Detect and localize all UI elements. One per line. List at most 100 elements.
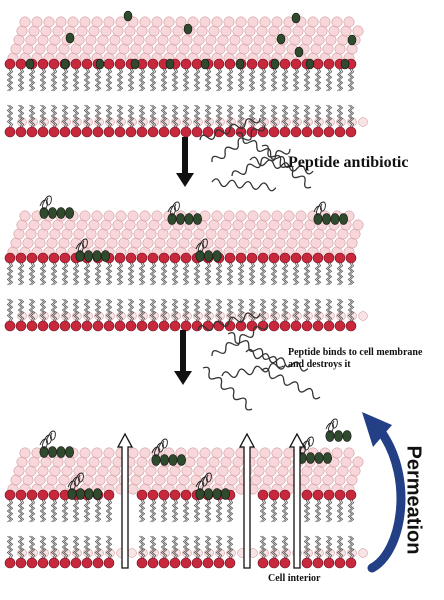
peptide-bead [193,213,203,225]
lipid-head [103,557,115,569]
lipid-head [136,252,148,264]
lipid-head [213,126,225,138]
peptide-helix [195,472,212,491]
lipid-head [312,252,324,264]
lipid-head [301,320,313,332]
lipid-head [246,252,258,264]
lipid-head [15,58,27,70]
lipid-head [147,489,159,501]
lipid-head [290,58,302,70]
lipid-head [334,126,346,138]
lipid-head [147,557,159,569]
permeation-arrowhead [362,412,392,447]
lipid-head [4,489,16,501]
lipid-head [257,252,269,264]
lipid-head [312,557,324,569]
lipid-head [158,557,170,569]
lipid-head [268,126,280,138]
peptide-helix [313,201,326,216]
lipid-head [4,252,16,264]
lipid-head [158,252,170,264]
peptide-bead [340,58,350,70]
peptide-bead [204,250,214,262]
lipid-head [268,320,280,332]
lipid-head [290,126,302,138]
lipid-head [257,557,269,569]
peptide-bead [25,58,35,70]
lipid-head [224,252,236,264]
peptide-strand [211,178,277,192]
lipid-head [279,489,291,501]
lipid-head [323,252,335,264]
lipid-head [290,320,302,332]
lipid-head [334,320,346,332]
lipid-head [125,252,137,264]
lipid-head [180,58,192,70]
peptide-strand [235,132,292,168]
lipid-head [235,126,247,138]
peptide-bead [176,213,186,225]
peptide-bead [84,250,94,262]
lipid-head [323,126,335,138]
lipid-head [37,126,49,138]
lipid-head [37,252,49,264]
peptide-bead [56,446,66,458]
lipid-head [279,320,291,332]
lipid-head [345,126,357,138]
peptide-bead [321,213,331,225]
lipid-head [103,489,115,501]
lipid-head [92,126,104,138]
lipid-head [180,489,192,501]
lipid-head [59,320,71,332]
lipid-head [15,320,27,332]
peptide-bead [93,488,103,500]
lipid-head [301,252,313,264]
peptide-bead [338,213,348,225]
lipid-head [235,320,247,332]
peptide-bead [183,23,193,35]
lipid-head [224,58,236,70]
pore-arrow [288,432,306,569]
down-arrow [176,137,194,187]
lipid-head [213,557,225,569]
peptide-helix [67,472,84,491]
lipid-head [59,126,71,138]
lipid-head [279,58,291,70]
peptide-strand [211,125,266,163]
peptide-bead [95,58,105,70]
peptide-bead [212,250,222,262]
lipid-head [334,252,346,264]
lipid-head [48,489,60,501]
lipid-head [290,252,302,264]
peptide-helix [39,430,56,449]
lipid-head [279,126,291,138]
peptide-bead [342,430,352,442]
peptide-bead [212,488,222,500]
peptide-helix [325,418,338,433]
peptide-bead [84,488,94,500]
peptide-bead [168,454,178,466]
lipid-head [268,557,280,569]
pore-arrow [238,432,256,569]
lipid-head [26,557,38,569]
peptide-bead [47,207,57,219]
peptide-bead [314,452,324,464]
lipid-head [81,58,93,70]
lipid-head [26,126,38,138]
lipid-head [136,320,148,332]
lipid-head [345,557,357,569]
lipid-head [169,126,181,138]
peptide-strand [211,323,269,357]
lipid-head [268,252,280,264]
lipid-head [301,557,313,569]
lipid-head [323,58,335,70]
lipid-head [4,58,16,70]
lipid-head [191,58,203,70]
peptide-bead [101,250,111,262]
lipid-head [103,58,115,70]
peptide-helix [151,438,168,457]
lipid-head [15,557,27,569]
lipid-head [48,58,60,70]
lipid-head [136,126,148,138]
lipid-head [26,320,38,332]
